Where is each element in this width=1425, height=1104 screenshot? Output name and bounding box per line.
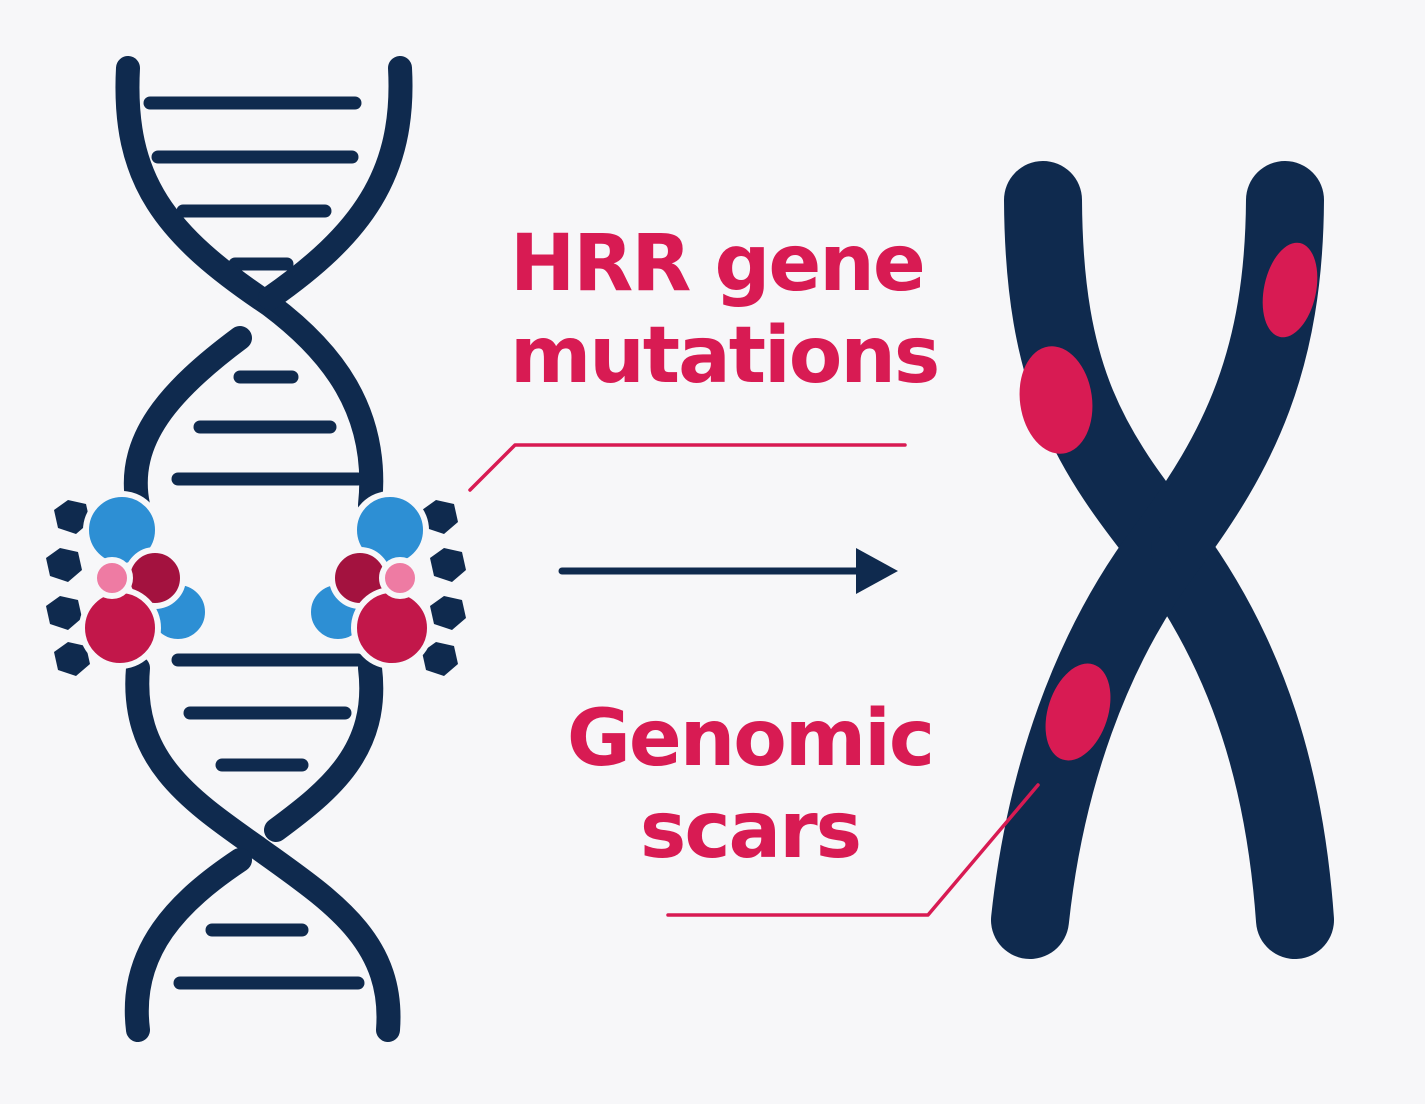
right-arrow-icon	[558, 548, 898, 594]
hexagon-shape	[430, 596, 466, 630]
scars-label-line1: Genomic	[566, 694, 935, 784]
dna-double-helix-icon	[115, 56, 413, 1042]
genomic-scar-marker	[1262, 242, 1318, 338]
dna-base-pairs	[143, 96, 365, 990]
scars-label-line2: scars	[639, 786, 862, 876]
genomic-scar-marker	[1045, 663, 1111, 761]
hexagon-shape	[54, 642, 90, 676]
hrr-label-line2: mutations	[510, 311, 940, 401]
genomic-scar-marker	[1019, 346, 1093, 454]
hrr-leader-line	[468, 443, 907, 492]
hrr-label-line1: HRR gene	[510, 219, 926, 309]
scars-leader-line	[666, 783, 1040, 917]
genomic-scars-label: Genomic scars	[560, 693, 940, 877]
hexagon-shape	[422, 500, 458, 534]
chromosome-icon	[991, 161, 1334, 959]
protein-complex-icon	[46, 491, 211, 676]
hexagon-shape	[46, 548, 82, 582]
hrr-gene-mutations-label: HRR gene mutations	[510, 218, 940, 402]
hexagon-shape	[54, 500, 90, 534]
dna-backbone	[115, 56, 413, 1042]
hexagon-shape	[430, 548, 466, 582]
hexagon-shape	[46, 596, 82, 630]
protein-complex-icon	[305, 491, 466, 676]
hexagon-shape	[422, 642, 458, 676]
